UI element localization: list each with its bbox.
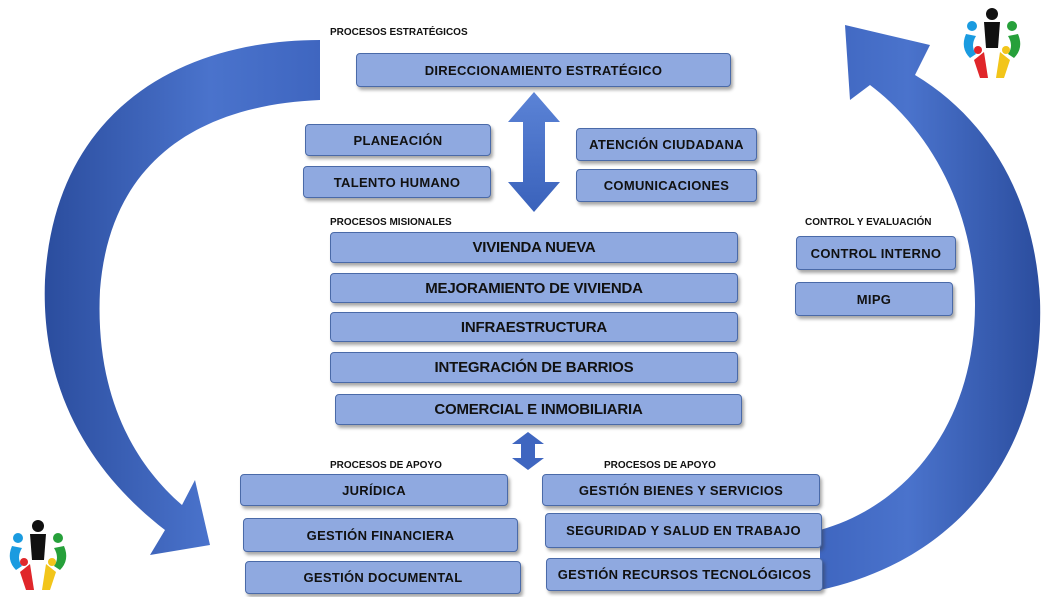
gestion-financiera-box: GESTIÓN FINANCIERA	[243, 518, 518, 552]
integracion-barrios-box: INTEGRACIÓN DE BARRIOS	[330, 352, 738, 383]
talento-humano-box: TALENTO HUMANO	[303, 166, 491, 198]
double-arrow-icon	[508, 92, 560, 212]
control-interno-box: CONTROL INTERNO	[796, 236, 956, 270]
misional-heading: PROCESOS MISIONALES	[330, 217, 452, 228]
comunicaciones-box: COMUNICACIONES	[576, 169, 757, 202]
support-right-heading: PROCESOS DE APOYO	[604, 460, 716, 471]
strategic-heading: PROCESOS ESTRATÉGICOS	[330, 27, 468, 38]
left-curved-arrow-icon	[44, 40, 320, 555]
seguridad-salud-box: SEGURIDAD Y SALUD EN TRABAJO	[545, 513, 822, 548]
gestion-recursos-tecnologicos-box: GESTIÓN RECURSOS TECNOLÓGICOS	[546, 558, 823, 591]
support-left-heading: PROCESOS DE APOYO	[330, 460, 442, 471]
mipg-box: MIPG	[795, 282, 953, 316]
planeacion-box: PLANEACIÓN	[305, 124, 491, 156]
atencion-ciudadana-box: ATENCIÓN CIUDADANA	[576, 128, 757, 161]
comercial-inmobiliaria-box: COMERCIAL E INMOBILIARIA	[335, 394, 742, 425]
people-circle-logo-icon	[963, 8, 1021, 78]
people-circle-logo-icon	[9, 520, 67, 590]
infraestructura-box: INFRAESTRUCTURA	[330, 312, 738, 342]
control-heading: CONTROL Y EVALUACIÓN	[805, 217, 932, 228]
juridica-box: JURÍDICA	[240, 474, 508, 506]
direccionamiento-box: DIRECCIONAMIENTO ESTRATÉGICO	[356, 53, 731, 87]
vivienda-nueva-box: VIVIENDA NUEVA	[330, 232, 738, 263]
right-curved-arrow-icon	[820, 25, 1041, 590]
gestion-bienes-box: GESTIÓN BIENES Y SERVICIOS	[542, 474, 820, 506]
gestion-documental-box: GESTIÓN DOCUMENTAL	[245, 561, 521, 594]
mejoramiento-vivienda-box: MEJORAMIENTO DE VIVIENDA	[330, 273, 738, 303]
small-double-arrow-icon	[512, 432, 544, 470]
